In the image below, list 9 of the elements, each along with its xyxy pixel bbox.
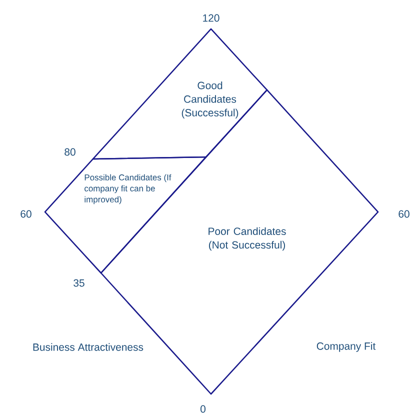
axis-label: 60 xyxy=(398,210,410,218)
axis-label: 60 xyxy=(20,210,32,218)
axis-label: Company Fit xyxy=(316,342,376,352)
axis-label: 0 xyxy=(200,405,206,413)
region: Good Candidates (Successful) xyxy=(92,28,268,160)
axis-label: 80 xyxy=(64,148,76,156)
region: Possible Candidates (If company fit can be improved) xyxy=(44,156,207,274)
axis-label: 35 xyxy=(74,279,84,287)
axis-label: Business Attractiveness xyxy=(33,343,144,351)
